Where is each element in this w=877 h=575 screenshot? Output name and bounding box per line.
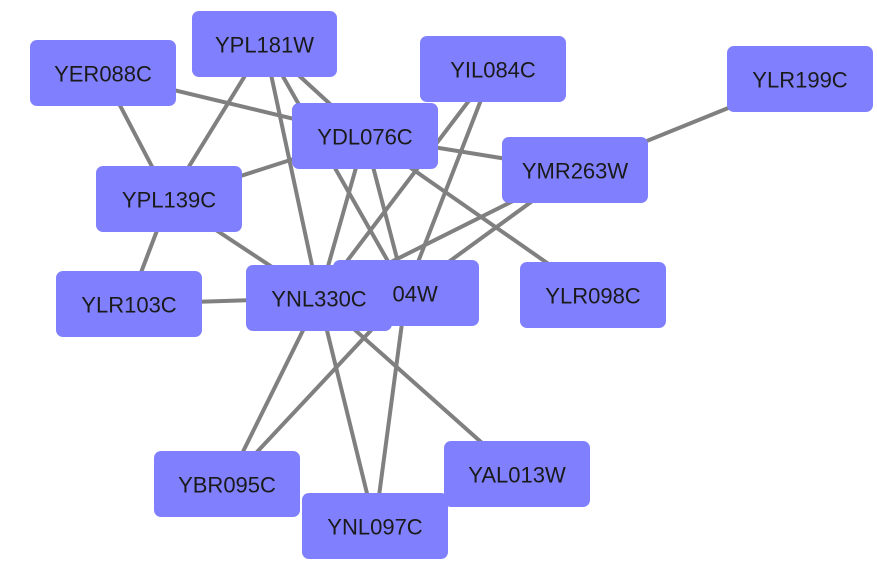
node-box[interactable] — [520, 262, 666, 328]
edge-ynl330c-ynl097c — [317, 296, 377, 528]
node-ypl139c[interactable]: YPL139C — [96, 166, 242, 232]
edge-yil084c-ynl330c — [317, 67, 495, 300]
node-box[interactable] — [56, 271, 202, 337]
node-box[interactable] — [302, 493, 448, 559]
node-label: YPL181W — [215, 33, 314, 58]
node-ylr199c[interactable]: YLR199C — [727, 46, 873, 112]
node-box[interactable] — [30, 40, 176, 106]
node-label: YNL330C — [271, 287, 367, 312]
node-box[interactable] — [502, 137, 648, 203]
node-label: YLR098C — [545, 284, 641, 309]
node-label: YNL097C — [327, 515, 423, 540]
edge-ynl004w-ynl097c — [373, 291, 408, 528]
node-box[interactable] — [444, 441, 590, 507]
node-label: YLR199C — [752, 68, 848, 93]
node-label: YPL139C — [122, 188, 216, 213]
node-ylr098c[interactable]: YLR098C — [520, 262, 666, 328]
node-ylr103c[interactable]: YLR103C — [56, 271, 202, 337]
node-label: YIL084C — [450, 58, 536, 83]
node-box[interactable] — [246, 265, 392, 331]
node-ypl181w[interactable]: YPL181W — [192, 11, 337, 77]
node-ynl097c[interactable]: YNL097C — [302, 493, 448, 559]
node-ydl076c[interactable]: YDL076C — [292, 103, 438, 169]
node-label: YER088C — [54, 62, 152, 87]
node-box[interactable] — [420, 36, 566, 102]
node-label: YMR263W — [522, 159, 629, 184]
node-layer: YER088C YPL181W YIL084C YLR199C YPL139C YLR10… — [30, 11, 873, 559]
node-ybr095c[interactable]: YBR095C — [154, 451, 300, 517]
node-yal013w[interactable]: YAL013W — [444, 441, 590, 507]
node-box[interactable] — [192, 11, 337, 77]
node-label: YLR103C — [81, 293, 177, 318]
edge-ypl181w-ynl330c — [262, 42, 321, 300]
node-box[interactable] — [96, 166, 242, 232]
node-label: YAL013W — [468, 463, 566, 488]
node-ynl330c[interactable]: YNL330C — [246, 265, 392, 331]
node-label: YDL076C — [317, 125, 413, 150]
node-box[interactable] — [154, 451, 300, 517]
node-box[interactable] — [727, 46, 873, 112]
node-yer088c[interactable]: YER088C — [30, 40, 176, 106]
node-box[interactable] — [292, 103, 438, 169]
node-ymr263w[interactable]: YMR263W — [502, 137, 648, 203]
node-yil084c[interactable]: YIL084C — [420, 36, 566, 102]
node-label: YBR095C — [178, 473, 276, 498]
edge-yil084c-ynl004w — [404, 67, 495, 295]
